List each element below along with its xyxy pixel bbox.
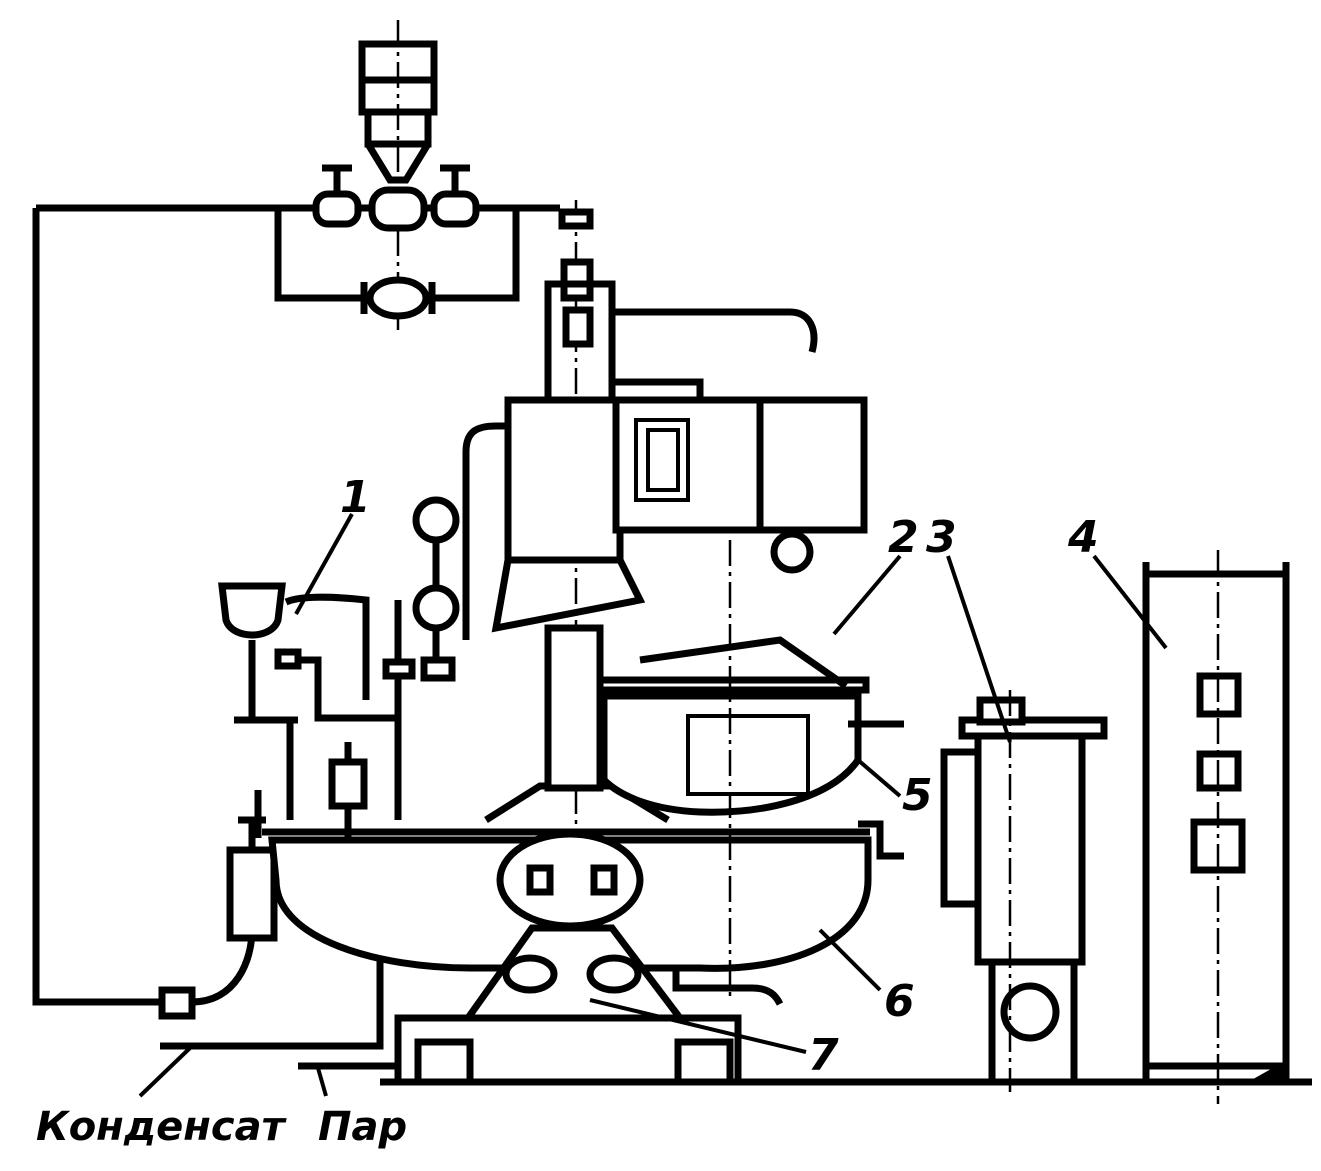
basket-window [686,714,810,796]
label-5: 5 [902,770,933,821]
tank-side-pipe [940,748,978,908]
valve-left [312,190,362,228]
tank-manhole [1000,982,1060,1042]
column-outlet-pipe [612,308,818,353]
pressure-gauge-upper [412,496,460,544]
label-6: 6 [884,976,915,1027]
leader-steam [316,1067,328,1097]
column-upper-valve [560,258,594,302]
bypass-valve [366,276,430,320]
leader-7 [589,998,807,1054]
column-side-pipes [544,280,616,402]
leader-5 [856,758,902,798]
leader-6 [818,928,882,992]
funnel-feed-pipe [284,593,370,700]
label-3: 3 [926,512,957,563]
drive-window-inner [646,428,680,492]
valve-center [368,186,428,232]
label-1: 1 [340,472,371,523]
label-7: 7 [808,1030,839,1081]
column-top-cap [558,208,594,230]
leader-2 [832,554,902,636]
base-port-right [586,954,642,994]
feed-pipe-lower [298,656,400,722]
left-return-pipe [32,208,162,1006]
rotor-hub [496,830,644,930]
label-4: 4 [1067,512,1099,563]
gauge-block [420,656,456,682]
bowl-drain-pipe [672,968,784,1006]
centrifuge-assembly [262,540,904,1086]
jacket-outlet-pipe [858,820,904,860]
drive-housing [491,396,868,633]
base-port-left [502,954,558,994]
column-lower-valve [562,306,594,348]
tank-body [974,732,1086,966]
foundation-foot-left [414,1038,474,1086]
label-2: 2 [888,512,919,563]
condensate-trap [226,846,278,942]
pressure-gauge-lower [412,584,460,632]
leader-4 [1092,554,1168,650]
left-vertical-pipe [462,422,516,640]
hub-bolt-right [590,864,618,896]
label-condensate: Конденсат [36,1104,288,1150]
leader-lines [138,513,1168,1098]
basket-lid [596,676,870,694]
tank-flange [958,716,1108,740]
upper-column-piping [462,200,818,940]
top-motor-valve-assembly [36,20,560,330]
vertical-tank-3 [940,690,1108,1092]
drive-gauge [770,530,814,574]
drive-base-flange [491,556,646,633]
label-steam: Пар [318,1104,407,1150]
bypass-loop-pipe [36,204,560,302]
leader-condensate [138,1046,192,1098]
control-cabinet-4 [1142,550,1290,1104]
column-cross-pipe [612,378,704,402]
return-flange [158,986,196,1020]
callout-labels: 1 2 3 4 5 6 7 Конденсат Пар [36,472,1099,1150]
left-instruments [160,496,460,1070]
left-return-line [32,208,278,1020]
basket-cover [639,636,849,689]
leader-3 [946,555,1012,743]
sampler-cylinder [328,758,368,810]
foundation-foot-right [674,1038,734,1086]
leader-1 [294,513,354,615]
feed-pipe-valve [274,648,302,670]
drive-window-outer [634,418,690,502]
hub-bolt-left [526,864,554,896]
charging-funnel [218,582,286,639]
central-shaft [544,624,604,792]
valve-right [430,190,480,228]
thermometer-fitting [382,658,416,680]
drive-housing-left [504,396,624,564]
